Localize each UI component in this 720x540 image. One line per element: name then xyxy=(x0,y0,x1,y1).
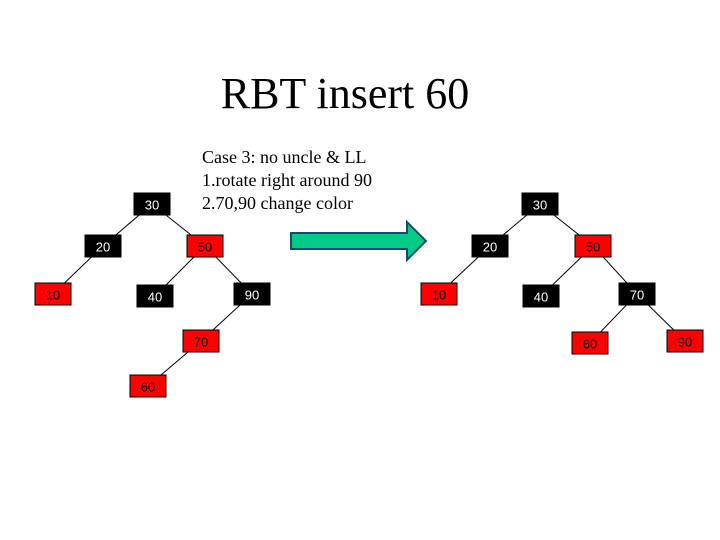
node-box xyxy=(129,374,167,398)
node-after-40: 40 xyxy=(522,284,560,308)
node-box xyxy=(34,282,72,306)
node-before-30: 30 xyxy=(133,192,171,216)
nodes-layer: 30 20 50 10 40 90 70 60 30 20 50 10 40 70 60 90 xyxy=(34,192,704,398)
transform-arrow xyxy=(290,219,428,263)
node-before-50: 50 xyxy=(186,234,224,258)
node-before-10: 10 xyxy=(34,282,72,306)
node-after-20: 20 xyxy=(471,234,509,258)
node-box xyxy=(471,234,509,258)
case-line-2: 1.rotate right around 90 xyxy=(202,170,372,190)
node-box xyxy=(666,329,704,353)
node-box xyxy=(84,234,122,258)
node-after-60: 60 xyxy=(571,331,609,355)
node-label: 20 xyxy=(96,240,110,255)
node-after-50: 50 xyxy=(574,234,612,258)
node-label: 30 xyxy=(145,198,159,213)
node-before-20: 20 xyxy=(84,234,122,258)
node-before-40: 40 xyxy=(136,284,174,308)
case-line-1: Case 3: no uncle & LL xyxy=(202,147,367,167)
node-label: 70 xyxy=(194,335,208,350)
case-description: Case 3: no uncle & LL 1.rotate right aro… xyxy=(202,146,372,215)
node-box xyxy=(571,331,609,355)
node-label: 40 xyxy=(148,290,162,305)
node-label: 90 xyxy=(245,288,259,303)
node-box xyxy=(420,282,458,306)
node-before-60: 60 xyxy=(129,374,167,398)
node-label: 10 xyxy=(432,288,446,303)
node-label: 70 xyxy=(630,288,644,303)
node-after-30: 30 xyxy=(521,192,559,216)
node-box xyxy=(574,234,612,258)
node-label: 50 xyxy=(198,240,212,255)
node-before-70: 70 xyxy=(182,329,220,353)
node-before-90: 90 xyxy=(233,282,271,306)
node-box xyxy=(186,234,224,258)
node-box xyxy=(233,282,271,306)
node-box xyxy=(522,284,560,308)
node-label: 20 xyxy=(483,240,497,255)
node-label: 50 xyxy=(586,240,600,255)
node-box xyxy=(618,282,656,306)
node-box xyxy=(136,284,174,308)
node-label: 60 xyxy=(141,380,155,395)
node-box xyxy=(521,192,559,216)
case-line-3: 2.70,90 change color xyxy=(202,193,353,213)
node-box xyxy=(133,192,171,216)
node-label: 10 xyxy=(46,288,60,303)
node-box xyxy=(182,329,220,353)
node-label: 60 xyxy=(583,337,597,352)
node-label: 30 xyxy=(533,198,547,213)
node-label: 90 xyxy=(678,335,692,350)
node-after-70: 70 xyxy=(618,282,656,306)
slide-title: RBT insert 60 xyxy=(220,69,470,118)
node-label: 40 xyxy=(534,290,548,305)
node-after-10: 10 xyxy=(420,282,458,306)
node-after-90: 90 xyxy=(666,329,704,353)
